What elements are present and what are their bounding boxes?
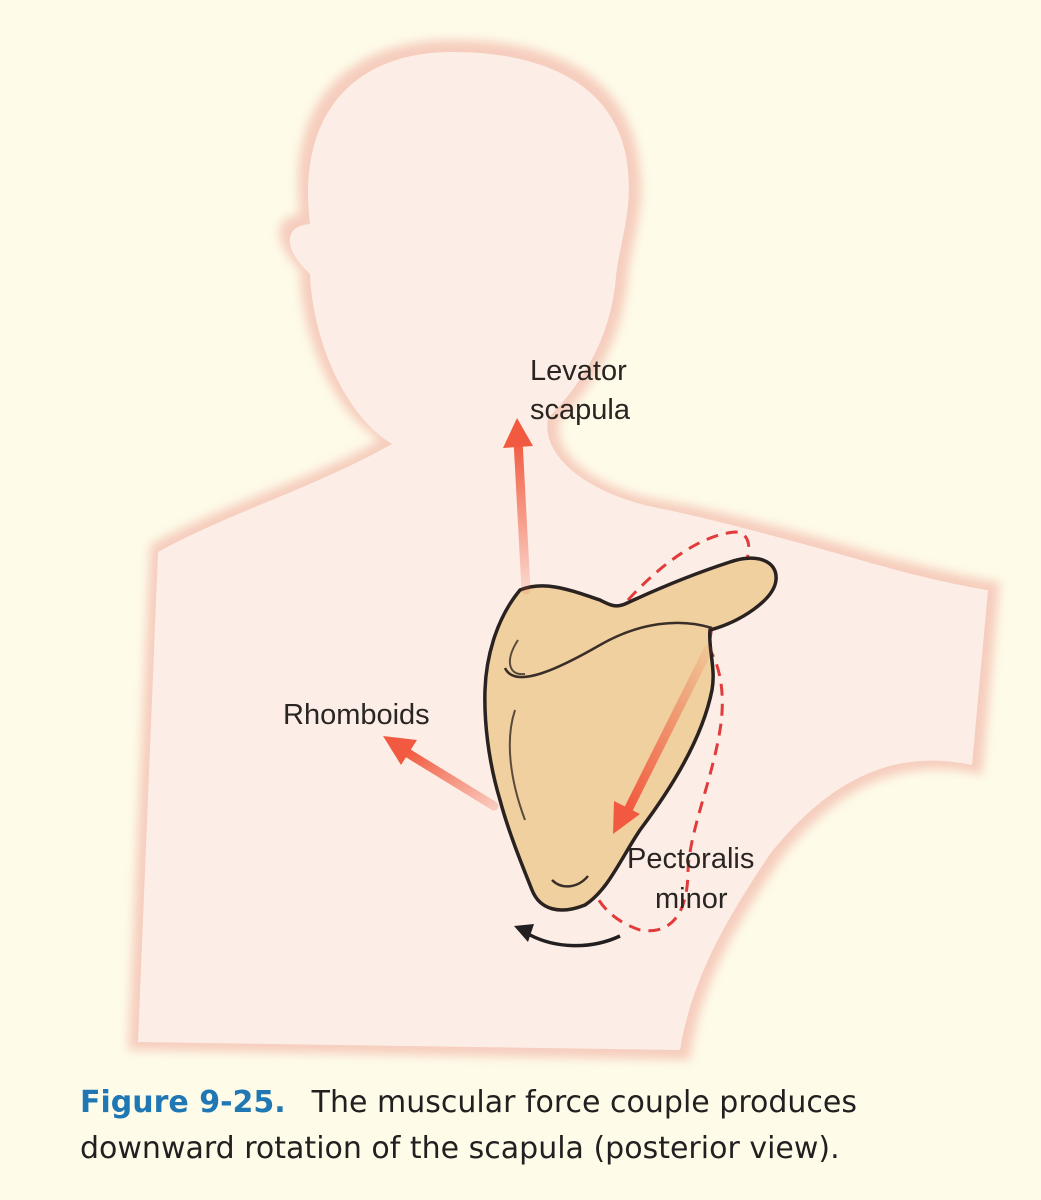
- body-silhouette: [128, 40, 1000, 1060]
- rhomboids-label: Rhomboids: [283, 699, 430, 731]
- levator-scapula-arrow: [503, 418, 533, 595]
- pectoralis-minor-label-line1: Pectoralis: [627, 843, 755, 875]
- rotation-arrow: [514, 924, 621, 948]
- rhomboids-arrow: [383, 736, 499, 811]
- pectoralis-minor-arrow: [613, 645, 713, 834]
- figure-caption: Figure 9-25.The muscular force couple pr…: [80, 1080, 980, 1172]
- scapula: [483, 556, 778, 912]
- scapula-original-position-outline: [588, 530, 751, 933]
- levator-scapula-label-line1: Levator: [530, 355, 627, 387]
- figure-number: Figure 9-25.: [80, 1085, 286, 1120]
- caption-text: The muscular force couple produces downw…: [80, 1085, 857, 1166]
- levator-scapula-label-line2: scapula: [530, 394, 630, 426]
- scapula-diagram: [128, 40, 1000, 1060]
- pectoralis-minor-label-line2: minor: [655, 883, 728, 915]
